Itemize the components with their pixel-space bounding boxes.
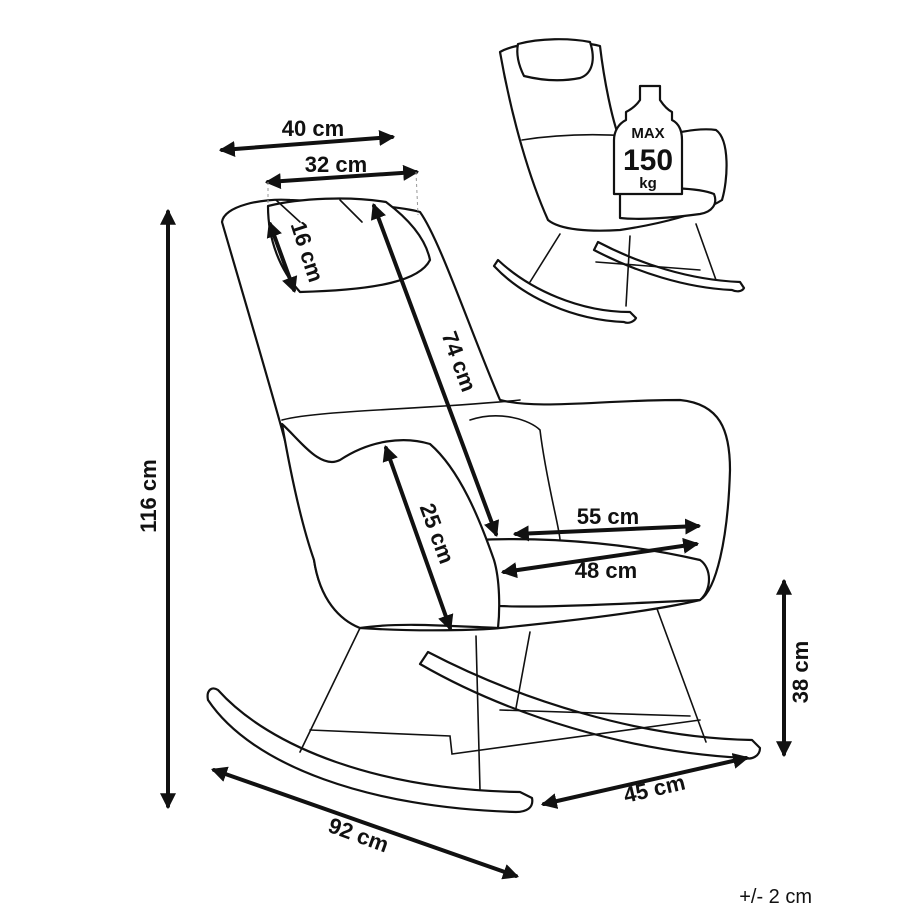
leg-back-left: [515, 631, 531, 709]
leg-front-left: [299, 627, 361, 753]
small-rocker-right: [592, 240, 746, 293]
dim-arrow-headrest-height: [266, 220, 298, 294]
small-leg-2: [625, 235, 631, 307]
label-seat-width: 55 cm: [577, 504, 639, 529]
label-headrest-width: 40 cm: [282, 116, 344, 141]
dim-arrow-base-width: [540, 753, 750, 809]
leg-bar-2: [499, 709, 691, 717]
small-rocker-left: [492, 258, 638, 324]
leg-front-right: [475, 635, 481, 791]
dim-arrow-headrest-width: [218, 129, 396, 158]
max-load-badge: MAX 150 kg: [612, 84, 684, 196]
pillow-strap-right: [339, 199, 363, 223]
tolerance-note: +/- 2 cm: [739, 886, 812, 908]
dim-arrow-total-depth: [210, 766, 520, 880]
weight-bottle-icon: [612, 84, 684, 196]
leg-bar-1: [309, 719, 701, 755]
small-leg-bar: [595, 261, 701, 271]
dim-arrow-seat-inner: [500, 537, 700, 579]
leg-back-right: [655, 605, 707, 743]
small-headrest: [516, 38, 594, 82]
label-seat-height: 38 cm: [788, 641, 813, 703]
pillow-strap-left: [275, 199, 301, 223]
label-headrest-inner: 32 cm: [305, 152, 367, 177]
max-unit: kg: [639, 175, 657, 192]
dim-arrow-armrest: [382, 444, 454, 632]
label-total-height: 116 cm: [136, 459, 161, 532]
label-seat-inner: 48 cm: [575, 558, 637, 583]
rocker-right: [418, 650, 762, 760]
max-value: 150: [623, 144, 673, 177]
small-leg-3: [695, 223, 717, 281]
label-base-width: 45 cm: [621, 769, 687, 807]
dim-arrow-backrest: [370, 203, 500, 537]
dimension-lines: [160, 129, 792, 880]
small-leg-1: [529, 233, 561, 283]
dim-arrow-seat-width: [512, 518, 702, 542]
max-label: MAX: [631, 125, 664, 142]
dim-guide-32b: [415, 171, 419, 216]
dim-arrow-headrest-inner: [264, 164, 420, 190]
